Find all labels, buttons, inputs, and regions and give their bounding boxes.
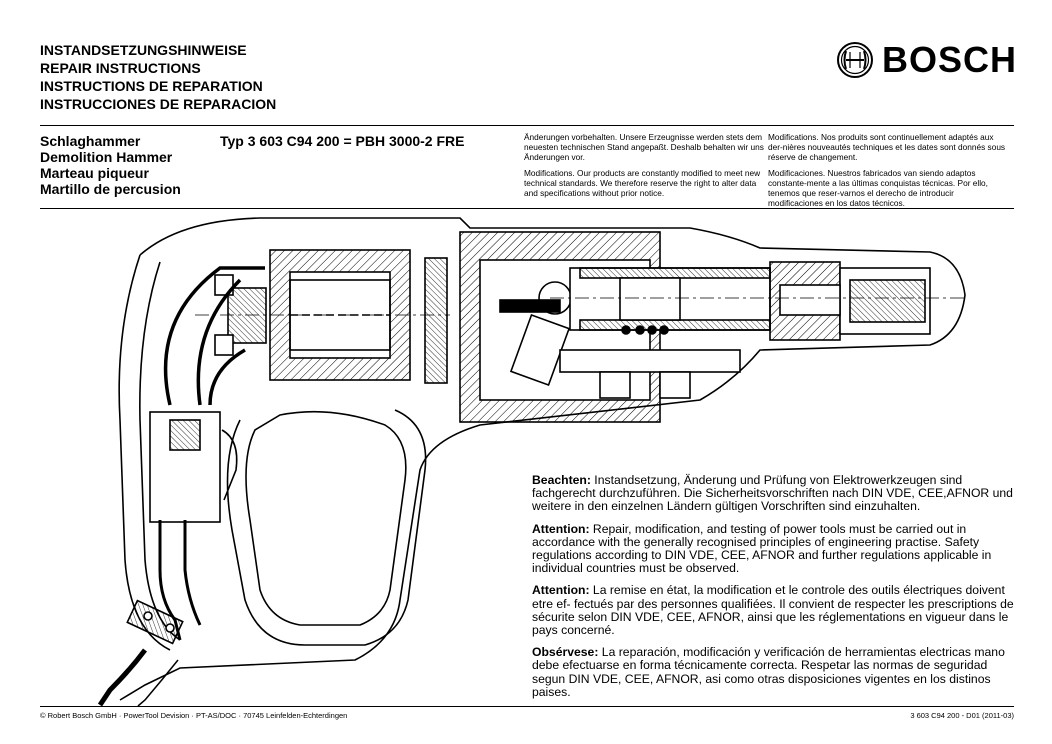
product-name-english: Demolition Hammer (40, 149, 173, 165)
header-rule (40, 125, 1014, 126)
warning-spanish: Obsérvese: La reparación, modificación y… (532, 646, 1016, 699)
product-names: Schlaghammer Demolition Hammer Marteau p… (40, 133, 181, 197)
product-name-french: Marteau piqueur (40, 165, 149, 181)
cable-clamp (126, 599, 184, 645)
warning-english: Attention: Repair, modification, and tes… (532, 521, 1016, 576)
handle-loop (245, 410, 407, 626)
bosch-logo: BOSCH (836, 40, 1017, 80)
warning-text: Repair, modification, and testing of pow… (532, 521, 992, 576)
notice-spanish: Modificaciones. Nuestros fabricados van … (768, 168, 988, 208)
intermediate-shaft (559, 349, 741, 373)
title-english: REPAIR INSTRUCTIONS (40, 60, 201, 76)
commutator (227, 287, 267, 344)
warning-text: La reparación, modificación y verificaci… (532, 645, 1005, 699)
type-designation: Typ 3 603 C94 200 = PBH 3000-2 FRE (220, 133, 465, 149)
warning-label: Attention: (532, 521, 590, 536)
product-name-german: Schlaghammer (40, 133, 141, 149)
title-french: INSTRUCTIONS DE REPARATION (40, 78, 263, 94)
notice-rule (40, 208, 1014, 209)
footer-copyright: © Robert Bosch GmbH · PowerTool Devision… (40, 711, 348, 720)
title-spanish: INSTRUCCIONES DE REPARACION (40, 96, 277, 112)
warning-label: Obsérvese: (532, 645, 599, 660)
crank-rod (509, 313, 571, 387)
notice-right: Modifications. Nos produits sont continu… (768, 132, 1008, 214)
hammer-cutaway-drawing (97, 217, 966, 706)
safety-warnings: Beachten: Instandsetzung, Änderung und P… (532, 473, 1016, 708)
warning-french: Attention: La remise en état, la modific… (532, 584, 1016, 637)
fan (424, 257, 448, 384)
warning-text: Instandsetzung, Änderung und Prüfung von… (532, 473, 1013, 514)
notice-german: Änderungen vorbehalten. Unsere Erzeugnis… (524, 132, 764, 162)
warning-text: La remise en état, la modification et le… (532, 583, 1014, 638)
power-cable (97, 648, 147, 706)
notice-english: Modifications. Our products are constant… (524, 168, 761, 198)
footer-document-id: 3 603 C94 200 - D01 (2011-03) (910, 711, 1014, 720)
housing-outline (119, 217, 966, 701)
warning-label: Beachten: (532, 473, 591, 487)
notice-french: Modifications. Nos produits sont continu… (768, 132, 1006, 162)
logo-wordmark: BOSCH (882, 39, 1018, 80)
notice-left: Änderungen vorbehalten. Unsere Erzeugnis… (524, 132, 764, 204)
warning-label: Attention: (532, 583, 590, 598)
title-german: INSTANDSETZUNGSHINWEISE (40, 42, 247, 58)
header-titles: INSTANDSETZUNGSHINWEISE REPAIR INSTRUCTI… (40, 41, 276, 113)
wiring (163, 266, 265, 406)
footer-rule (40, 706, 1014, 707)
product-name-spanish: Martillo de percusion (40, 181, 181, 197)
bosch-armature-icon (837, 42, 873, 78)
warning-german: Beachten: Instandsetzung, Änderung und P… (532, 473, 1016, 514)
